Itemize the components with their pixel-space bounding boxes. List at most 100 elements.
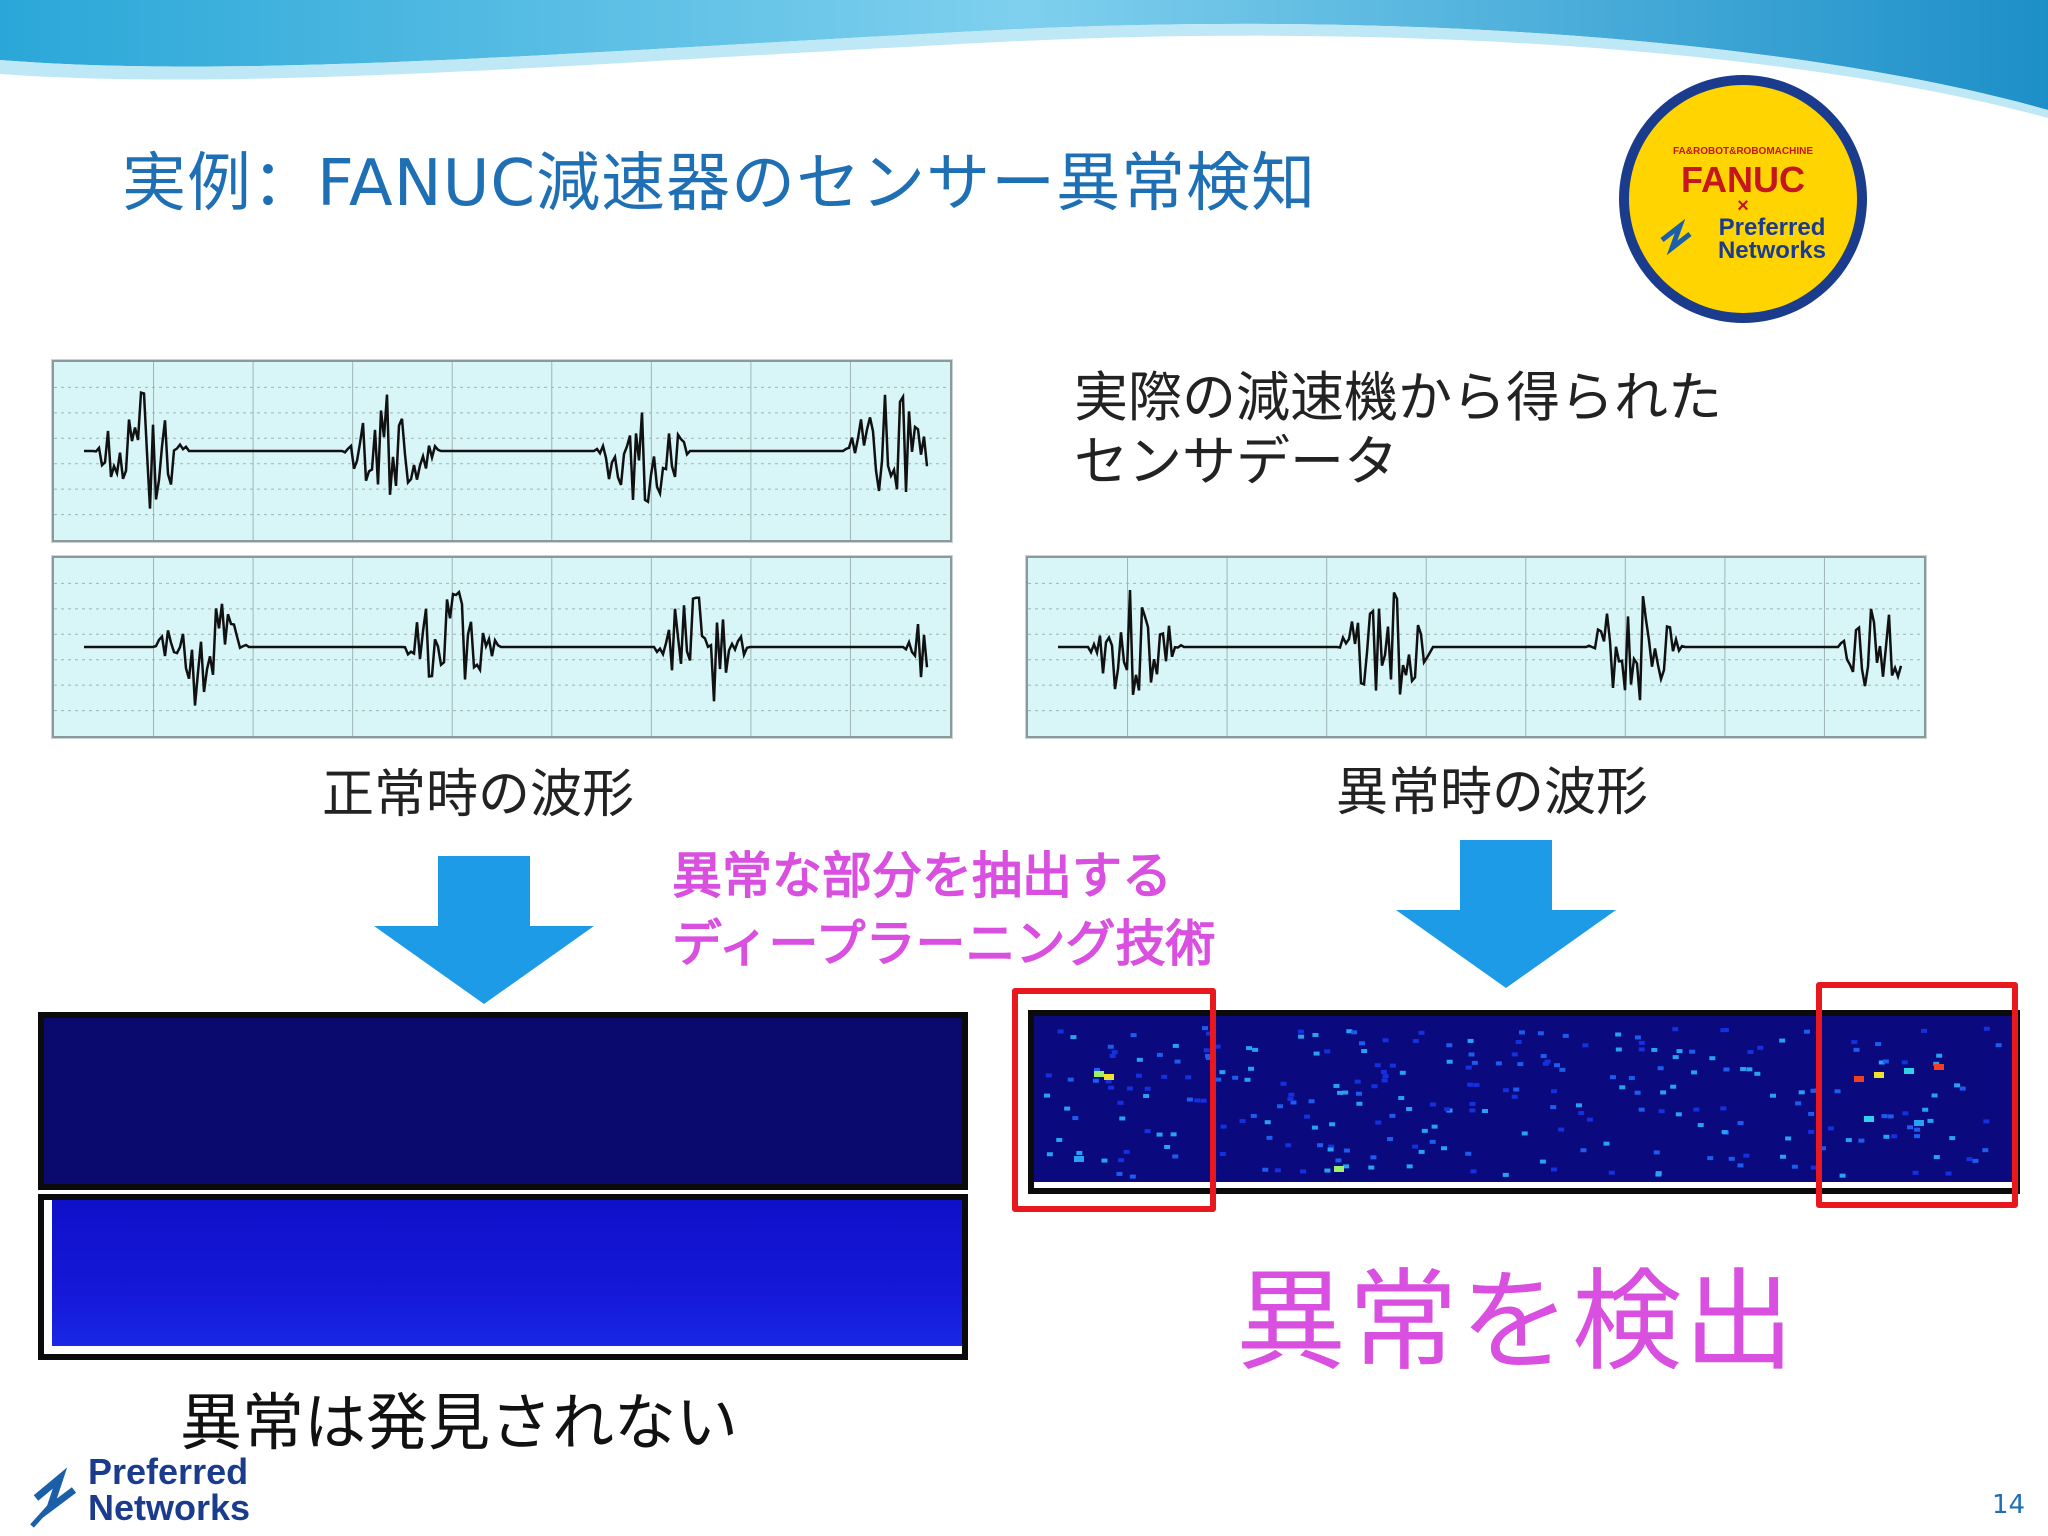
- heat-cell: [1337, 1090, 1344, 1095]
- detected-region-left: [1012, 988, 1216, 1212]
- heat-cell: [1603, 1141, 1610, 1146]
- heat-cell: [1737, 1163, 1744, 1168]
- heat-cell: [1280, 1081, 1287, 1086]
- heat-cell: [1657, 1066, 1664, 1071]
- heat-cell: [1312, 1032, 1319, 1037]
- heat-cell: [1346, 1029, 1353, 1034]
- heat-cell-hot: [1074, 1156, 1084, 1162]
- heat-cell: [1329, 1122, 1336, 1127]
- heat-cell: [1875, 1042, 1882, 1047]
- normal-heatmap-2: [38, 1194, 968, 1360]
- heat-cell: [1380, 1069, 1387, 1074]
- heat-cell: [1446, 1043, 1453, 1048]
- normal-waveform-1: [52, 360, 952, 542]
- description-line-2: センサデータ: [1074, 430, 1398, 493]
- heat-cell: [1675, 1112, 1682, 1117]
- footer-logo-line-2: Networks: [88, 1487, 250, 1528]
- slide-title: 実例：FANUC減速器のセンサー異常検知: [122, 147, 1317, 221]
- heat-cell: [1810, 1088, 1817, 1093]
- heat-cell: [1200, 1098, 1207, 1103]
- heat-cell: [1881, 1114, 1888, 1119]
- heat-cell: [1444, 1107, 1451, 1112]
- heat-cell: [1368, 1165, 1375, 1170]
- heat-cell: [1446, 1059, 1453, 1064]
- heat-cell: [1638, 1040, 1645, 1045]
- heat-cell: [1559, 1067, 1566, 1072]
- heat-cell: [1356, 1101, 1363, 1106]
- heat-cell: [1429, 1139, 1436, 1144]
- heat-cell: [1737, 1121, 1744, 1126]
- heat-cell: [1481, 1109, 1488, 1114]
- heat-cell: [1933, 1155, 1940, 1160]
- preferred-networks-logo: Preferred Networks: [30, 1451, 250, 1528]
- heat-cell: [1418, 1149, 1425, 1154]
- heat-cell: [1902, 1111, 1909, 1116]
- down-arrow-icon: [374, 856, 594, 1004]
- heat-cell: [1945, 1171, 1952, 1176]
- heat-cell: [1927, 1118, 1934, 1123]
- heat-cell: [1922, 1107, 1929, 1112]
- heat-cell: [1562, 1033, 1569, 1038]
- anomaly-heatmap: [1028, 1010, 2020, 1194]
- heat-cell: [1858, 1138, 1865, 1143]
- heat-cell: [1495, 1061, 1502, 1066]
- heat-cell: [1116, 1171, 1123, 1176]
- heat-cell: [1300, 1169, 1307, 1174]
- heat-cell: [1582, 1043, 1589, 1048]
- heat-cell: [1912, 1170, 1919, 1175]
- heat-cell: [1658, 1109, 1665, 1114]
- heat-cell: [1070, 1035, 1077, 1040]
- heat-cell: [1770, 1093, 1777, 1098]
- heat-cell: [1803, 1029, 1810, 1034]
- heat-cell-hot: [1934, 1064, 1944, 1070]
- heat-cell: [1539, 1159, 1546, 1164]
- heat-cell: [1156, 1052, 1163, 1057]
- heat-cell: [1907, 1125, 1914, 1130]
- heat-cell: [1672, 1027, 1679, 1032]
- heat-cell: [1324, 1168, 1331, 1173]
- heat-cell: [1219, 1151, 1226, 1156]
- heat-cell: [1136, 1057, 1143, 1062]
- heat-cell: [1709, 1056, 1716, 1061]
- heat-cell: [1518, 1030, 1525, 1035]
- heat-cell: [1542, 1061, 1549, 1066]
- sensor-data-description: 実際の減速機から得られた センサデータ: [1074, 366, 1722, 494]
- heat-cell: [1754, 1071, 1761, 1076]
- heat-cell: [1308, 1099, 1315, 1104]
- heat-cell: [1119, 1116, 1126, 1121]
- heat-cell: [1720, 1028, 1727, 1033]
- footer-logo-line-1: Preferred: [88, 1451, 248, 1492]
- badge-top-line: FA&ROBOT&ROBOMACHINE: [1673, 146, 1813, 157]
- heat-cell: [1933, 1061, 1940, 1066]
- heat-cell: [1109, 1053, 1116, 1058]
- heat-cell: [1185, 1075, 1192, 1080]
- heat-cell-hot: [1904, 1068, 1914, 1074]
- heat-cell: [1608, 1170, 1615, 1175]
- heat-cell: [1107, 1044, 1114, 1049]
- heat-cell: [1412, 1039, 1419, 1044]
- heat-cell: [1628, 1076, 1635, 1081]
- heat-cell: [1429, 1102, 1436, 1107]
- heat-cell: [1431, 1124, 1438, 1129]
- heat-cell: [1676, 1049, 1683, 1054]
- heat-cell: [1202, 1026, 1208, 1031]
- heat-cell: [1418, 1030, 1425, 1035]
- heat-cell: [1203, 1048, 1210, 1053]
- heat-cell: [1262, 1167, 1269, 1172]
- heat-cell: [1845, 1138, 1852, 1143]
- heat-cell: [1335, 1158, 1342, 1163]
- heat-cell: [1834, 1089, 1841, 1094]
- heat-cell: [1634, 1035, 1641, 1040]
- heat-cell: [1743, 1153, 1750, 1158]
- heat-cell: [1248, 1066, 1255, 1071]
- heat-cell: [1586, 1117, 1593, 1122]
- heat-cell: [1798, 1090, 1805, 1095]
- heat-cell: [1672, 1055, 1679, 1060]
- tech-label-line-1: 異常な部分を抽出する: [672, 847, 1172, 905]
- heat-cell: [1194, 1098, 1201, 1103]
- normal-heatmap-2-plot: [44, 1200, 962, 1354]
- heat-cell: [1328, 1144, 1335, 1149]
- heat-cell: [1779, 1038, 1786, 1043]
- heat-cell: [1808, 1129, 1815, 1134]
- anomaly-heatmap-plot: [1034, 1016, 2014, 1188]
